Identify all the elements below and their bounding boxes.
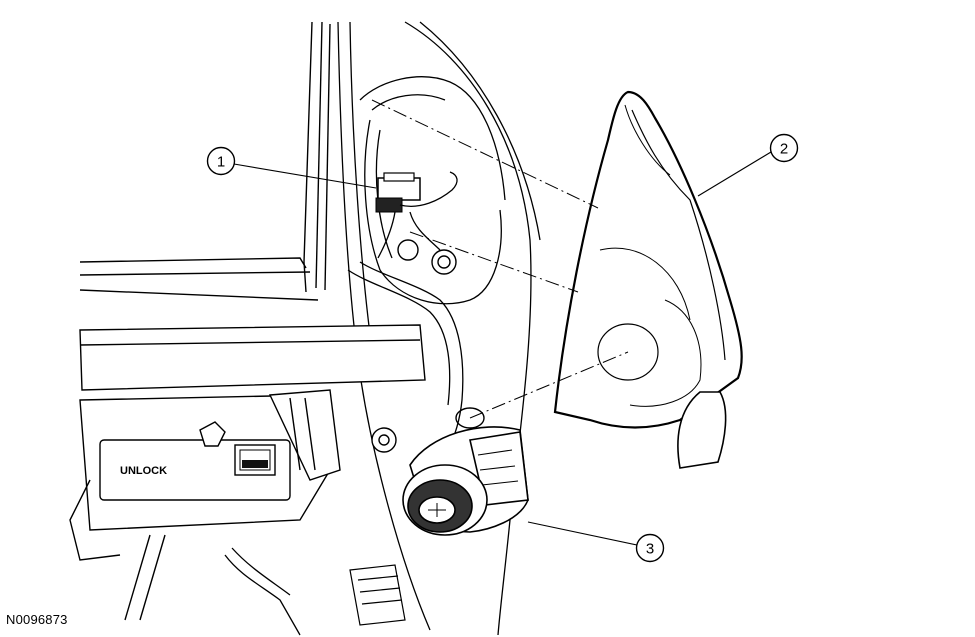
grommet-holes [397,239,485,429]
callout-2-label: 2 [780,141,788,158]
mirror-trim-cover [553,90,743,469]
callout-1-label: 1 [217,154,225,171]
callout-3: 3 [527,521,665,563]
electrical-connector [375,171,458,259]
assembly-leader-lines [371,99,629,419]
latch-badge [239,449,271,471]
callout-1: 1 [206,146,377,189]
latch-unlock-label: UNLOCK [120,465,167,477]
lower-connector [349,564,406,626]
figure-id: N0096873 [6,612,68,627]
mirror-control-switch [402,426,529,536]
callout-3-label: 3 [646,541,654,558]
callout-2: 2 [697,133,799,197]
window-frame [79,21,331,301]
